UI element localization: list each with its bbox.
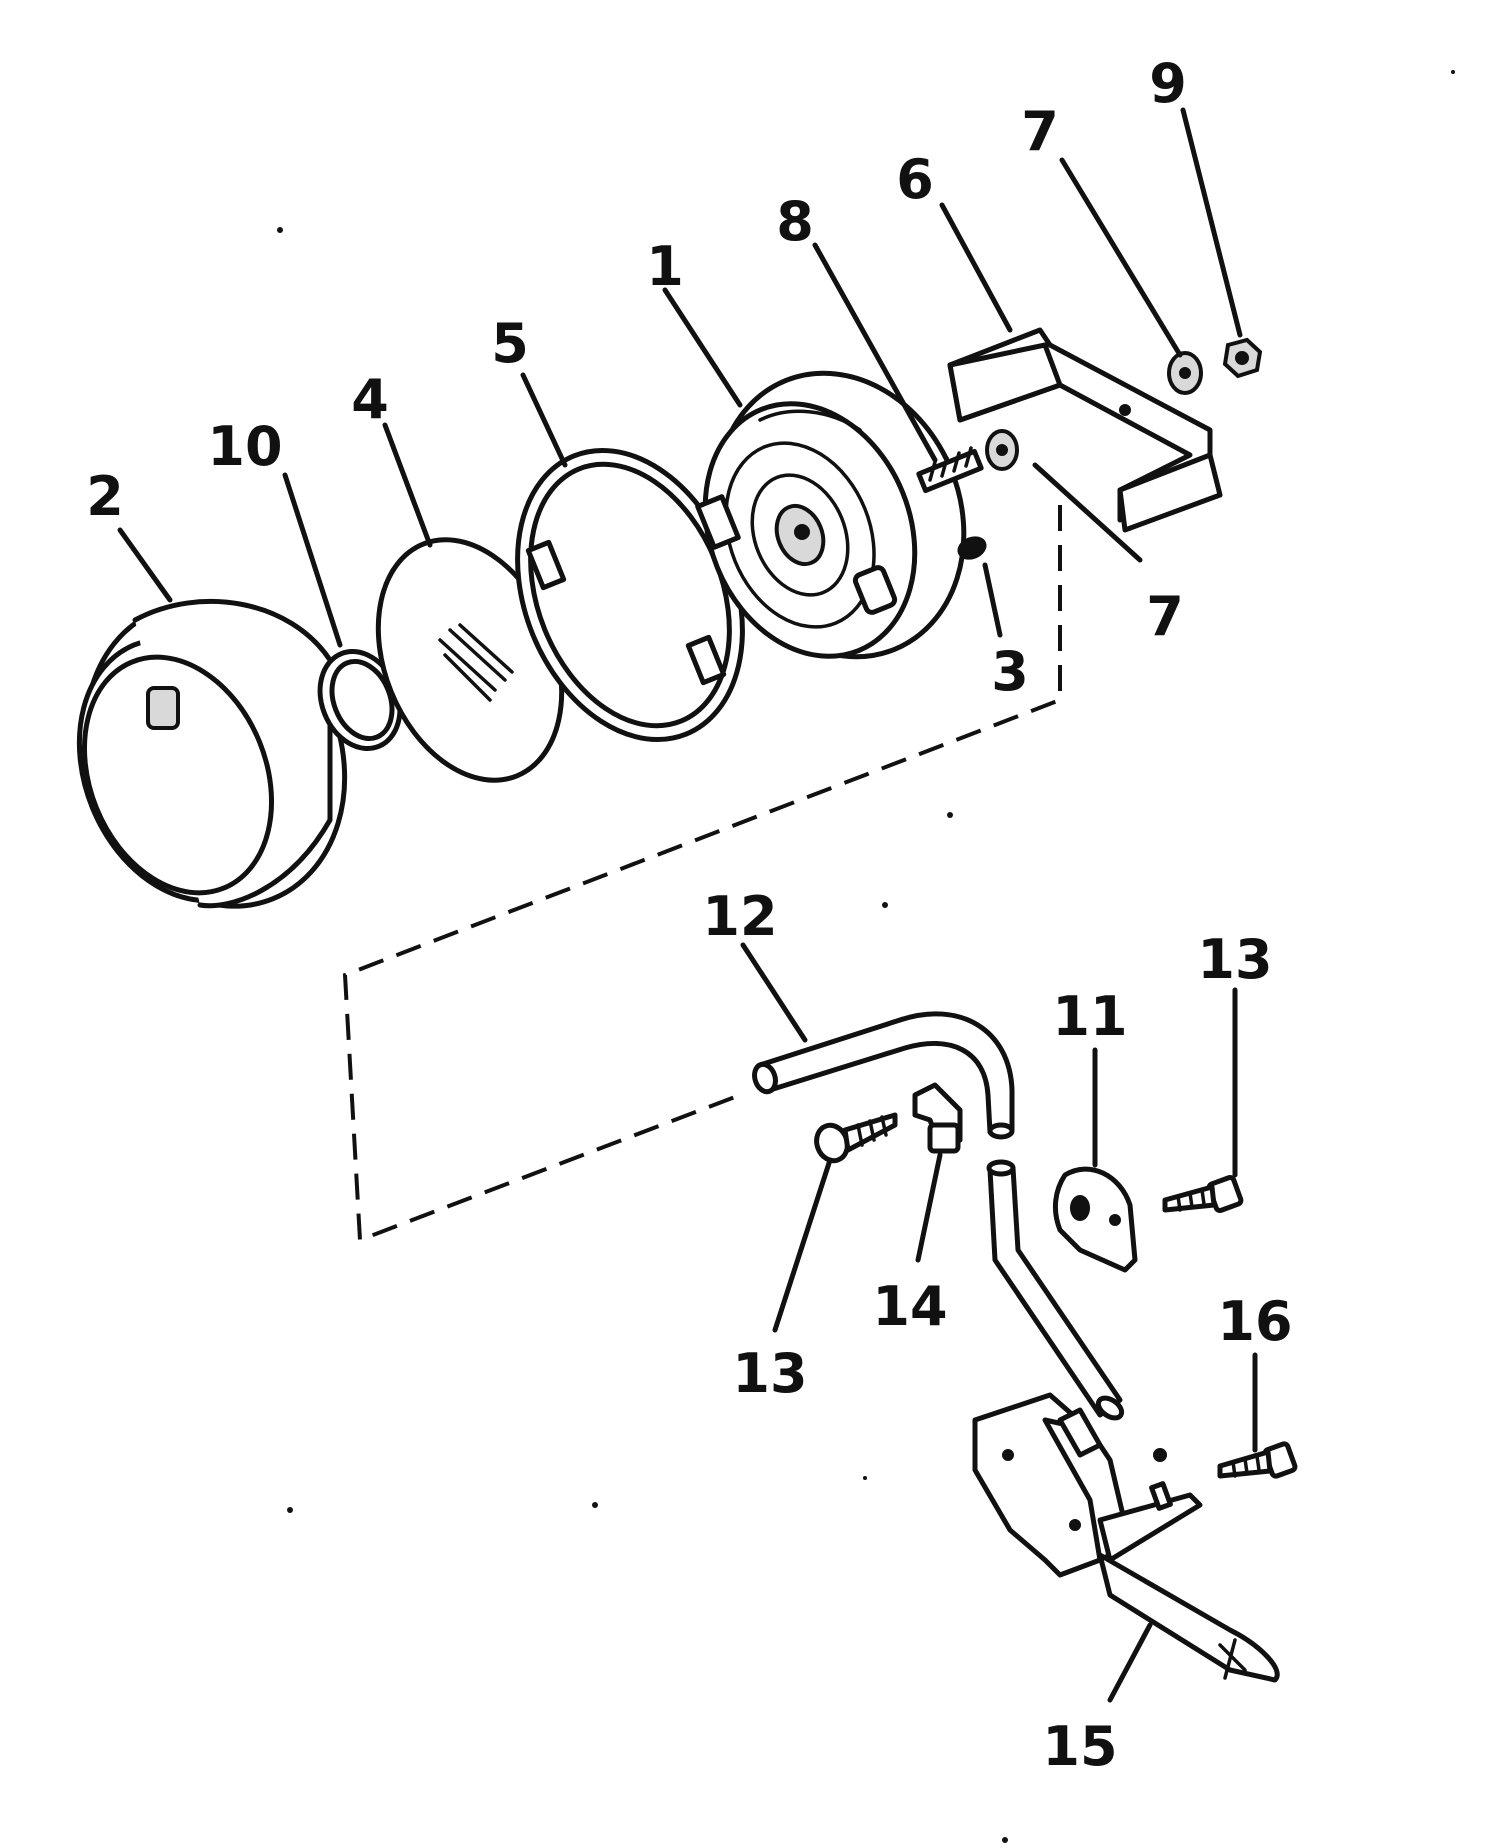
- callout-11: 11: [1052, 985, 1127, 1048]
- scan-speck: [882, 902, 888, 908]
- leader-2: [117, 527, 173, 603]
- wire-dashed-path: [342, 505, 1062, 1243]
- part-15-switch: [972, 1392, 1280, 1683]
- part-6-bracket: [947, 327, 1223, 533]
- scan-speck: [947, 812, 953, 818]
- part-13-screw-a: [814, 1112, 898, 1164]
- callout-15: 15: [1042, 1715, 1117, 1778]
- callout-10: 10: [207, 415, 282, 478]
- scan-speck: [277, 227, 283, 233]
- part-12-tube-lower: [986, 1159, 1125, 1421]
- callout-4: 4: [351, 368, 389, 431]
- callout-7a: 7: [1021, 100, 1059, 163]
- part-10-ring: [317, 649, 403, 751]
- callout-3: 3: [991, 640, 1029, 703]
- part-11-plate: [1052, 1166, 1138, 1273]
- part-16-screw: [1217, 1441, 1298, 1479]
- leader-9: [1180, 107, 1243, 338]
- scan-speck: [287, 1507, 293, 1513]
- part-14-clip: [912, 1082, 963, 1154]
- callout-12: 12: [702, 885, 777, 948]
- part-2-bezel: [76, 598, 348, 909]
- callout-9: 9: [1149, 52, 1187, 115]
- leader-8: [812, 242, 938, 463]
- scan-speck: [863, 1476, 867, 1480]
- callout-6: 6: [896, 148, 934, 211]
- callout-13b: 13: [1197, 928, 1272, 991]
- callout-14: 14: [872, 1275, 947, 1338]
- leader-1: [662, 287, 743, 408]
- scan-speck: [1451, 70, 1455, 74]
- part-8-stud: [916, 446, 984, 494]
- leader-5: [520, 372, 568, 468]
- part-9-nut: [1222, 337, 1263, 379]
- part-7-washer-b: [985, 429, 1019, 471]
- callout-16: 16: [1217, 1290, 1292, 1353]
- part-12-tube: [752, 1011, 1015, 1140]
- leader-12: [740, 942, 808, 1043]
- leader-15: [1107, 1622, 1153, 1703]
- callout-8: 8: [776, 190, 814, 253]
- leader-4: [382, 422, 433, 548]
- scan-speck: [1002, 1837, 1008, 1843]
- callout-13a: 13: [732, 1342, 807, 1405]
- part-13-screw-b: [1162, 1175, 1244, 1213]
- callout-7b: 7: [1146, 585, 1184, 648]
- part-7-washer-a: [1167, 351, 1203, 395]
- part-1-housing: [695, 370, 967, 660]
- leader-7a: [1059, 157, 1183, 358]
- leader-10: [282, 472, 343, 648]
- leader-7b: [1032, 462, 1143, 563]
- callout-5: 5: [491, 312, 529, 375]
- scan-speck: [592, 1502, 598, 1508]
- leader-14: [915, 1152, 943, 1263]
- part-3-screw: [957, 536, 987, 560]
- callout-1: 1: [646, 235, 684, 298]
- leader-13a: [772, 1157, 833, 1333]
- part-5-gasket: [515, 447, 745, 743]
- callout-2: 2: [86, 465, 124, 528]
- leader-3: [982, 562, 1003, 638]
- leader-6: [939, 202, 1013, 333]
